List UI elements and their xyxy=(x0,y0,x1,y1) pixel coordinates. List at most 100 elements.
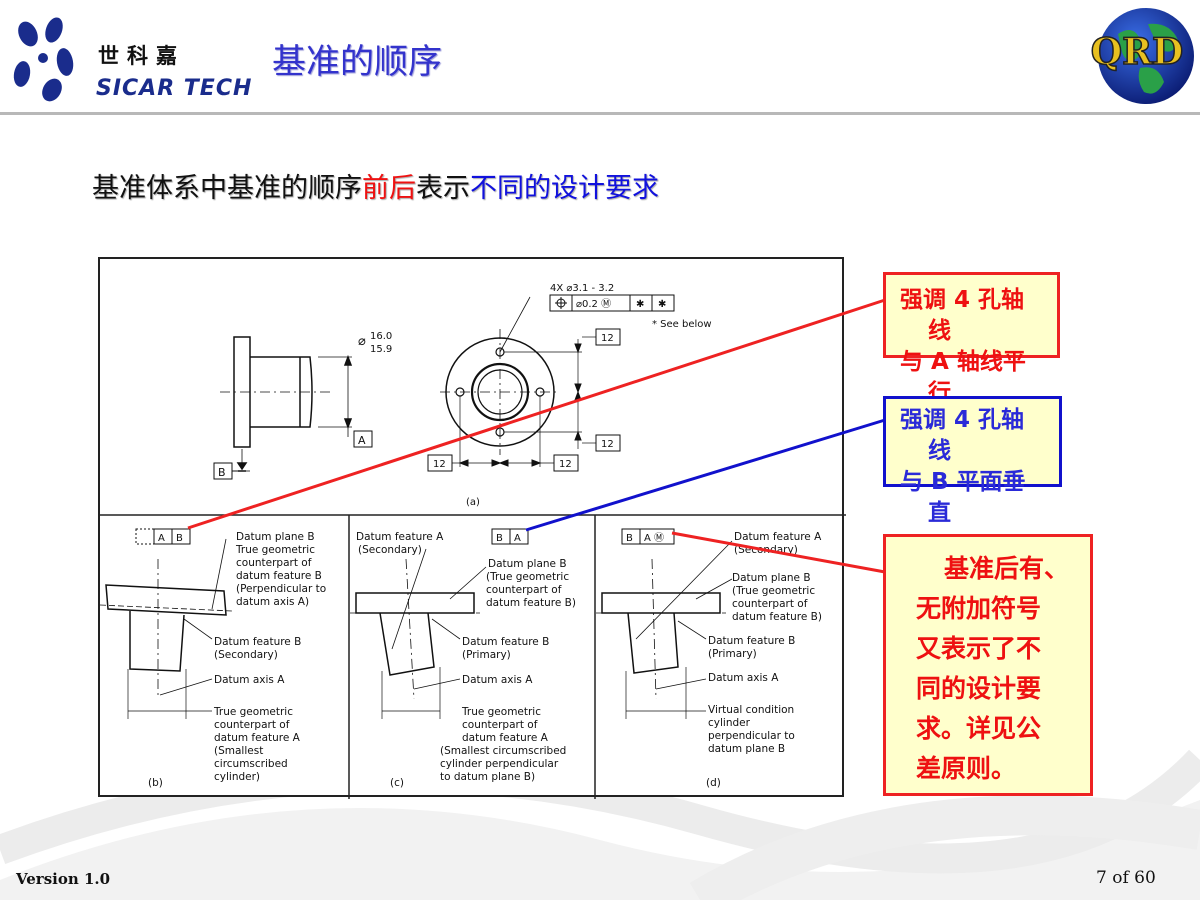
panel-b-note-5: (Perpendicular to xyxy=(236,583,326,595)
panel-c-secondary: (Secondary) xyxy=(358,544,422,556)
panel-d-secondary: (Secondary) xyxy=(734,544,798,556)
callout-1-line-2: 线 xyxy=(928,318,951,344)
panel-b-counterpart-5: circumscribed xyxy=(214,758,288,770)
subtitle-part-3: 表示 xyxy=(416,173,470,204)
callout-2-line-1: 强调 4 孔轴 xyxy=(900,407,1025,433)
fcf-star-1: ✱ xyxy=(636,299,644,310)
datum-b-label: B xyxy=(218,466,226,479)
panel-c-counterpart-6: to datum plane B) xyxy=(440,771,535,783)
panel-b-note-4: datum feature B xyxy=(236,570,322,582)
panel-b-frame-1: A xyxy=(158,533,165,544)
slide-subtitle: 基准体系中基准的顺序前后表示不同的设计要求 xyxy=(92,166,659,205)
callout-modifier-note: 基准后有、 无附加符号 又表示了不 同的设计要 求。详见公 差原则。 xyxy=(883,534,1093,796)
page-number: 7 of 60 xyxy=(1096,868,1156,888)
dim-12-bottom-right: 12 xyxy=(559,459,572,470)
panel-c: B A Datum feature A (Secondary) Datum pl… xyxy=(350,528,576,789)
dia-lower-limit: 15.9 xyxy=(370,344,392,355)
panel-d-virtual-1: Virtual condition xyxy=(708,704,794,716)
panel-c-counterpart-4: (Smallest circumscribed xyxy=(440,745,566,757)
panel-b-counterpart-6: cylinder) xyxy=(214,771,260,783)
panel-c-feature-b: Datum feature B xyxy=(462,636,549,648)
callout-3-line-3: 又表示了不 xyxy=(916,634,1042,663)
callout-2-line-4: 直 xyxy=(928,500,951,526)
panel-d: B A Ⓜ Datum feature A (Secondary) Datum … xyxy=(596,528,822,789)
logo-chinese-name: 世科嘉 xyxy=(98,43,185,68)
dia-upper-limit: 16.0 xyxy=(370,331,392,342)
panel-b-note-6: datum axis A) xyxy=(236,596,309,608)
side-view xyxy=(220,336,353,472)
callout-2-line-2: 线 xyxy=(928,438,951,464)
subtitle-highlight-requirements: 不同的设计要求 xyxy=(470,173,659,204)
panel-d-plane-4: datum feature B) xyxy=(732,611,822,623)
panel-d-plane-3: counterpart of xyxy=(732,598,808,610)
panel-c-counterpart-1: True geometric xyxy=(461,706,541,718)
callout-1-line-1: 强调 4 孔轴 xyxy=(900,287,1025,313)
panel-d-plane-1: Datum plane B xyxy=(732,572,811,584)
panel-c-label: (c) xyxy=(390,777,404,789)
callout-1-line-3: 与 A 轴线平 xyxy=(900,349,1026,375)
dim-12-right-upper: 12 xyxy=(601,333,614,344)
page-title: 基准的顺序 xyxy=(272,42,442,82)
panel-b-note-1: Datum plane B xyxy=(236,531,315,543)
front-view xyxy=(440,296,582,467)
panel-c-plane-1: Datum plane B xyxy=(488,558,567,570)
qrd-globe-icon: QRD xyxy=(1090,8,1194,104)
panel-d-label: (d) xyxy=(706,777,721,789)
panel-b-note-3: counterpart of xyxy=(236,557,312,569)
panel-b-label: (b) xyxy=(148,777,163,789)
datum-order-figure: ⌀ 16.0 15.9 A B xyxy=(98,257,846,799)
panel-b-note-2: True geometric xyxy=(235,544,315,556)
technical-drawing: ⌀ 16.0 15.9 A B xyxy=(100,283,846,799)
panel-c-datum-feature-a: Datum feature A xyxy=(356,531,444,543)
panel-b-datum-feature-b: Datum feature B xyxy=(214,636,301,648)
callout-3-line-2: 无附加符号 xyxy=(916,594,1042,623)
callout-3-line-1: 基准后有、 xyxy=(944,554,1070,583)
panel-d-frame-1: B xyxy=(626,533,633,544)
callout-3-line-4: 同的设计要 xyxy=(916,674,1042,703)
panel-c-plane-2: (True geometric xyxy=(486,571,569,583)
callout-parallel-to-a: 强调 4 孔轴 线 与 A 轴线平 行 xyxy=(883,272,1060,406)
panel-d-plane-2: (True geometric xyxy=(732,585,815,597)
callout-2-line-3: 与 B 平面垂 xyxy=(900,469,1026,495)
panel-c-frame-2: A xyxy=(514,533,521,544)
subtitle-highlight-order: 前后 xyxy=(362,173,416,204)
panel-d-datum-axis: Datum axis A xyxy=(708,672,779,684)
dim-12-right-lower: 12 xyxy=(601,439,614,450)
callout-3-line-6: 差原则。 xyxy=(916,754,1017,783)
panel-c-datum-axis: Datum axis A xyxy=(462,674,533,686)
panel-c-plane-3: counterpart of xyxy=(486,584,562,596)
see-below-note: * See below xyxy=(652,319,712,330)
header-divider xyxy=(0,112,1200,115)
panel-b-counterpart-2: counterpart of xyxy=(214,719,290,731)
panel-c-frame-1: B xyxy=(496,533,503,544)
sicar-logo-icon xyxy=(13,17,74,102)
fcf-tolerance: ⌀0.2 Ⓜ xyxy=(576,298,611,310)
globe-label: QRD xyxy=(1091,31,1184,73)
panel-b-counterpart-1: True geometric xyxy=(213,706,293,718)
version-label: Version 1.0 xyxy=(16,870,111,888)
panel-b-frame-2: B xyxy=(176,533,183,544)
panel-b-secondary: (Secondary) xyxy=(214,649,278,661)
dia-symbol: ⌀ xyxy=(358,334,366,349)
panel-b-counterpart-4: (Smallest xyxy=(214,745,263,757)
panel-c-counterpart-2: counterpart of xyxy=(462,719,538,731)
dim-12-bottom-left: 12 xyxy=(433,459,446,470)
subtitle-part-1: 基准体系中基准的顺序 xyxy=(92,173,362,204)
panel-a-label: (a) xyxy=(466,497,480,508)
position-fcf xyxy=(549,294,675,312)
hole-spec: 4X ⌀3.1 - 3.2 xyxy=(550,283,614,294)
callout-3-line-5: 求。详见公 xyxy=(916,714,1042,743)
panel-d-virtual-3: perpendicular to xyxy=(708,730,795,742)
panel-d-primary: (Primary) xyxy=(708,648,757,660)
datum-a-label: A xyxy=(358,434,366,447)
fcf-star-2: ✱ xyxy=(658,299,666,310)
panel-c-plane-4: datum feature B) xyxy=(486,597,576,609)
panel-d-frame-2: A Ⓜ xyxy=(644,532,664,544)
panel-d-feature-b: Datum feature B xyxy=(708,635,795,647)
panel-d-virtual-4: datum plane B xyxy=(708,743,785,755)
panel-c-counterpart-5: cylinder perpendicular xyxy=(440,758,559,770)
logo-english-name: SICAR TECH xyxy=(96,76,253,101)
panel-c-counterpart-3: datum feature A xyxy=(462,732,549,744)
panel-c-primary: (Primary) xyxy=(462,649,511,661)
panel-b-datum-axis: Datum axis A xyxy=(214,674,285,686)
